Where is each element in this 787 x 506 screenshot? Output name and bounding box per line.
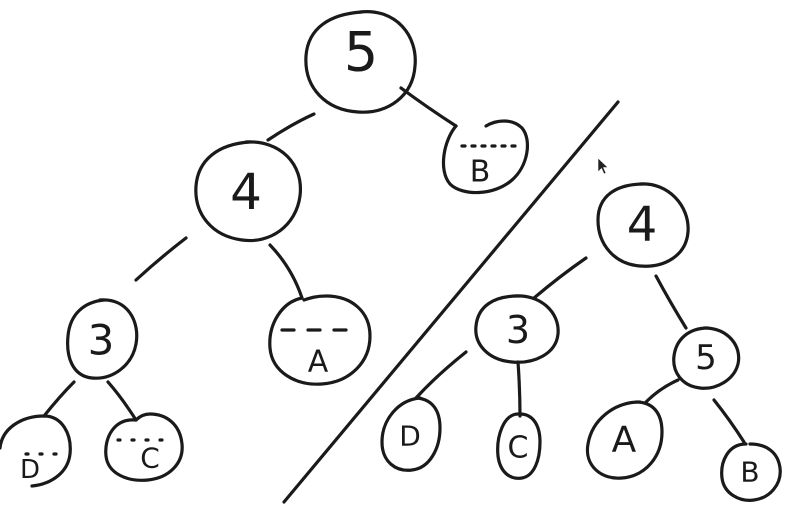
node-circle-r4 [596, 182, 690, 268]
edge-3-C [106, 380, 138, 422]
node-label-3: 3 [88, 316, 115, 365]
edge-r5-A [644, 378, 680, 404]
edge-4-A [268, 243, 304, 300]
edge-5-B [399, 86, 458, 128]
subtree-label-ra: A [612, 420, 637, 461]
node-label-r4: 4 [627, 197, 658, 253]
subtree-circle-d [0, 414, 72, 488]
subtree-label-b: B [470, 155, 491, 190]
edge-4-3 [134, 236, 188, 282]
edge-r3-D [414, 350, 468, 400]
edge-r5-B [712, 398, 746, 444]
subtree-circle-rc [496, 412, 542, 480]
subtree-label-rb: B [740, 456, 759, 489]
subtree-circle-c [104, 412, 184, 482]
node-circle-3 [66, 298, 139, 380]
node-circle-5 [304, 10, 417, 114]
mouse-cursor-icon [597, 157, 609, 175]
left-tree: 5 4 3 B A D C [0, 10, 530, 488]
edge-5-4 [266, 112, 316, 142]
edge-r3-C [516, 360, 522, 418]
subtree-label-d: D [20, 455, 40, 485]
subtree-circle-rd [380, 396, 442, 472]
edge-r4-r5 [654, 274, 688, 330]
subtree-circle-ra [585, 400, 664, 480]
node-label-r5: 5 [695, 338, 717, 378]
node-label-r3: 3 [506, 308, 530, 352]
edge-3-D [42, 380, 76, 418]
subtree-circle-b [441, 119, 530, 195]
subtree-label-c: C [140, 442, 160, 475]
node-circle-4 [194, 140, 303, 243]
subtree-circle-a [268, 294, 372, 386]
edge-r4-r3 [532, 256, 588, 300]
right-tree: 4 3 5 D C A B [380, 182, 782, 502]
subtree-label-a: A [308, 345, 329, 380]
node-label-4: 4 [230, 163, 262, 221]
node-circle-r3 [474, 294, 560, 364]
subtree-label-rd: D [399, 420, 421, 453]
node-label-5: 5 [344, 21, 378, 84]
subtree-label-rc: C [508, 431, 529, 466]
divider-line [282, 100, 620, 504]
subtree-circle-rb [720, 442, 782, 502]
node-circle-r5 [672, 326, 741, 390]
